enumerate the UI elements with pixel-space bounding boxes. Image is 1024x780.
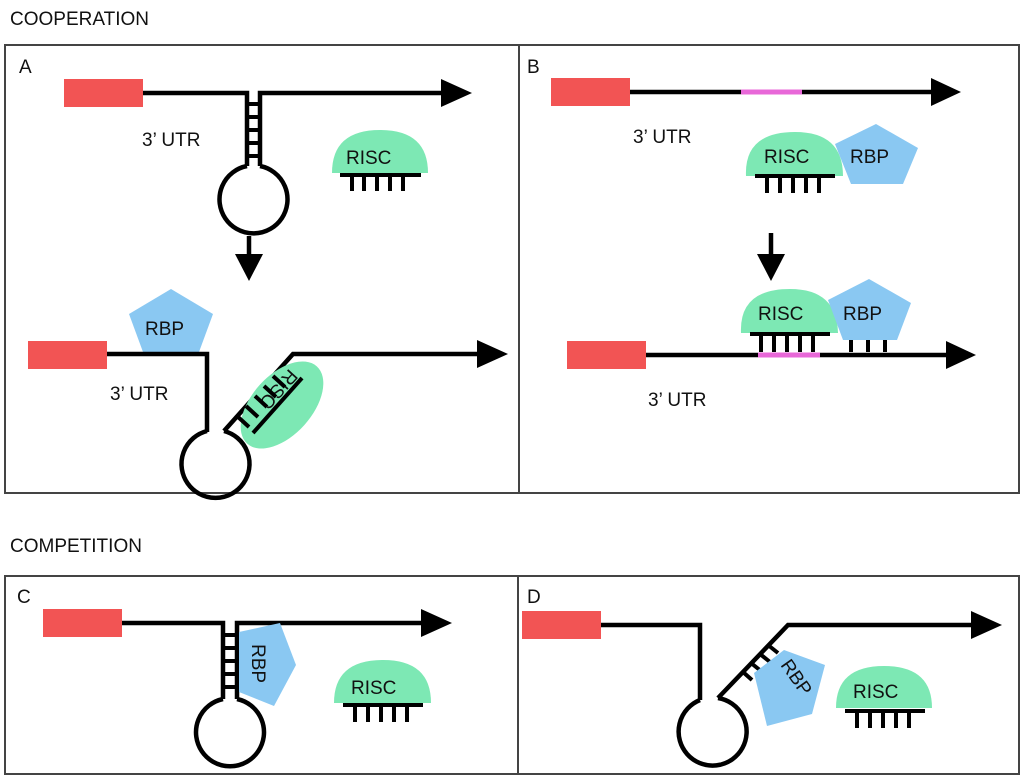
rbp-label: RBP: [145, 319, 184, 340]
down-arrow-icon: [757, 233, 785, 281]
risc-label: RISC: [758, 304, 803, 325]
panel-a: A 3’ UTR RISC: [19, 57, 508, 501]
arrow-icon: [931, 78, 961, 106]
risc-label: RISC: [764, 147, 809, 168]
panel-letter-a: A: [19, 57, 32, 78]
section-title-competition: COMPETITION: [10, 536, 142, 557]
risc-label: RISC: [853, 682, 898, 703]
risc-complex-bound: RISC: [235, 361, 324, 449]
arrow-icon: [477, 340, 508, 368]
coding-region: [28, 341, 107, 369]
hairpin-loop: [217, 163, 290, 236]
rbp-label: RBP: [850, 147, 889, 168]
mrna-hairpin: [43, 609, 452, 769]
cooperation-frame: [4, 44, 1020, 494]
coding-region: [64, 79, 143, 107]
mrna-open: [522, 611, 1002, 768]
risc-complex: RISC: [332, 130, 428, 191]
panel-b: B 3’ UTR RISC RBP: [527, 57, 976, 411]
mrna-open-bottom: RBP RISC: [28, 289, 508, 501]
panel-letter-c: C: [17, 587, 31, 608]
risc-label: RISC: [351, 678, 396, 699]
arrow-icon: [441, 79, 472, 107]
rbp-protein-bound: RBP: [239, 623, 296, 706]
hairpin-loop: [676, 695, 749, 768]
hairpin-loop: [193, 696, 267, 769]
rbp-protein: [129, 289, 213, 352]
risc-label: RISC: [346, 148, 391, 169]
utr-label: 3’ UTR: [110, 384, 168, 405]
rbp-label: RBP: [843, 304, 882, 325]
risc-complex: RISC: [836, 666, 932, 728]
panel-c: C RBP RISC: [17, 587, 452, 769]
mrna-bound-bottom: RISC RBP: [567, 279, 976, 369]
panel-letter-b: B: [527, 57, 540, 78]
rbp-protein-bound: RBP: [754, 650, 825, 726]
coding-region: [551, 78, 630, 106]
panel-letter-d: D: [527, 587, 541, 608]
rbp-protein: [828, 279, 911, 340]
mrna-linear-top: [551, 78, 961, 106]
stem-rungs: [247, 102, 260, 158]
rbp-protein: [835, 124, 918, 184]
arrow-icon: [421, 609, 452, 637]
risc-rbp-complex: RISC RBP: [745, 124, 918, 193]
section-title-cooperation: COOPERATION: [10, 9, 149, 30]
risc-complex: RISC: [334, 660, 431, 722]
competition-frame: [4, 575, 1020, 775]
coding-region: [522, 611, 601, 639]
down-arrow-icon: [235, 236, 263, 281]
utr-label: 3’ UTR: [142, 130, 200, 151]
mrna-hairpin-top: [64, 79, 472, 236]
panel-d: D RBP RISC: [522, 587, 1002, 768]
utr-label: 3’ UTR: [648, 390, 706, 411]
arrow-icon: [971, 611, 1002, 639]
coding-region: [567, 341, 646, 369]
coding-region: [43, 609, 122, 637]
arrow-icon: [946, 341, 976, 369]
utr-label: 3’ UTR: [633, 127, 691, 148]
hairpin-loop: [179, 428, 252, 501]
rbp-label: RBP: [247, 644, 268, 683]
